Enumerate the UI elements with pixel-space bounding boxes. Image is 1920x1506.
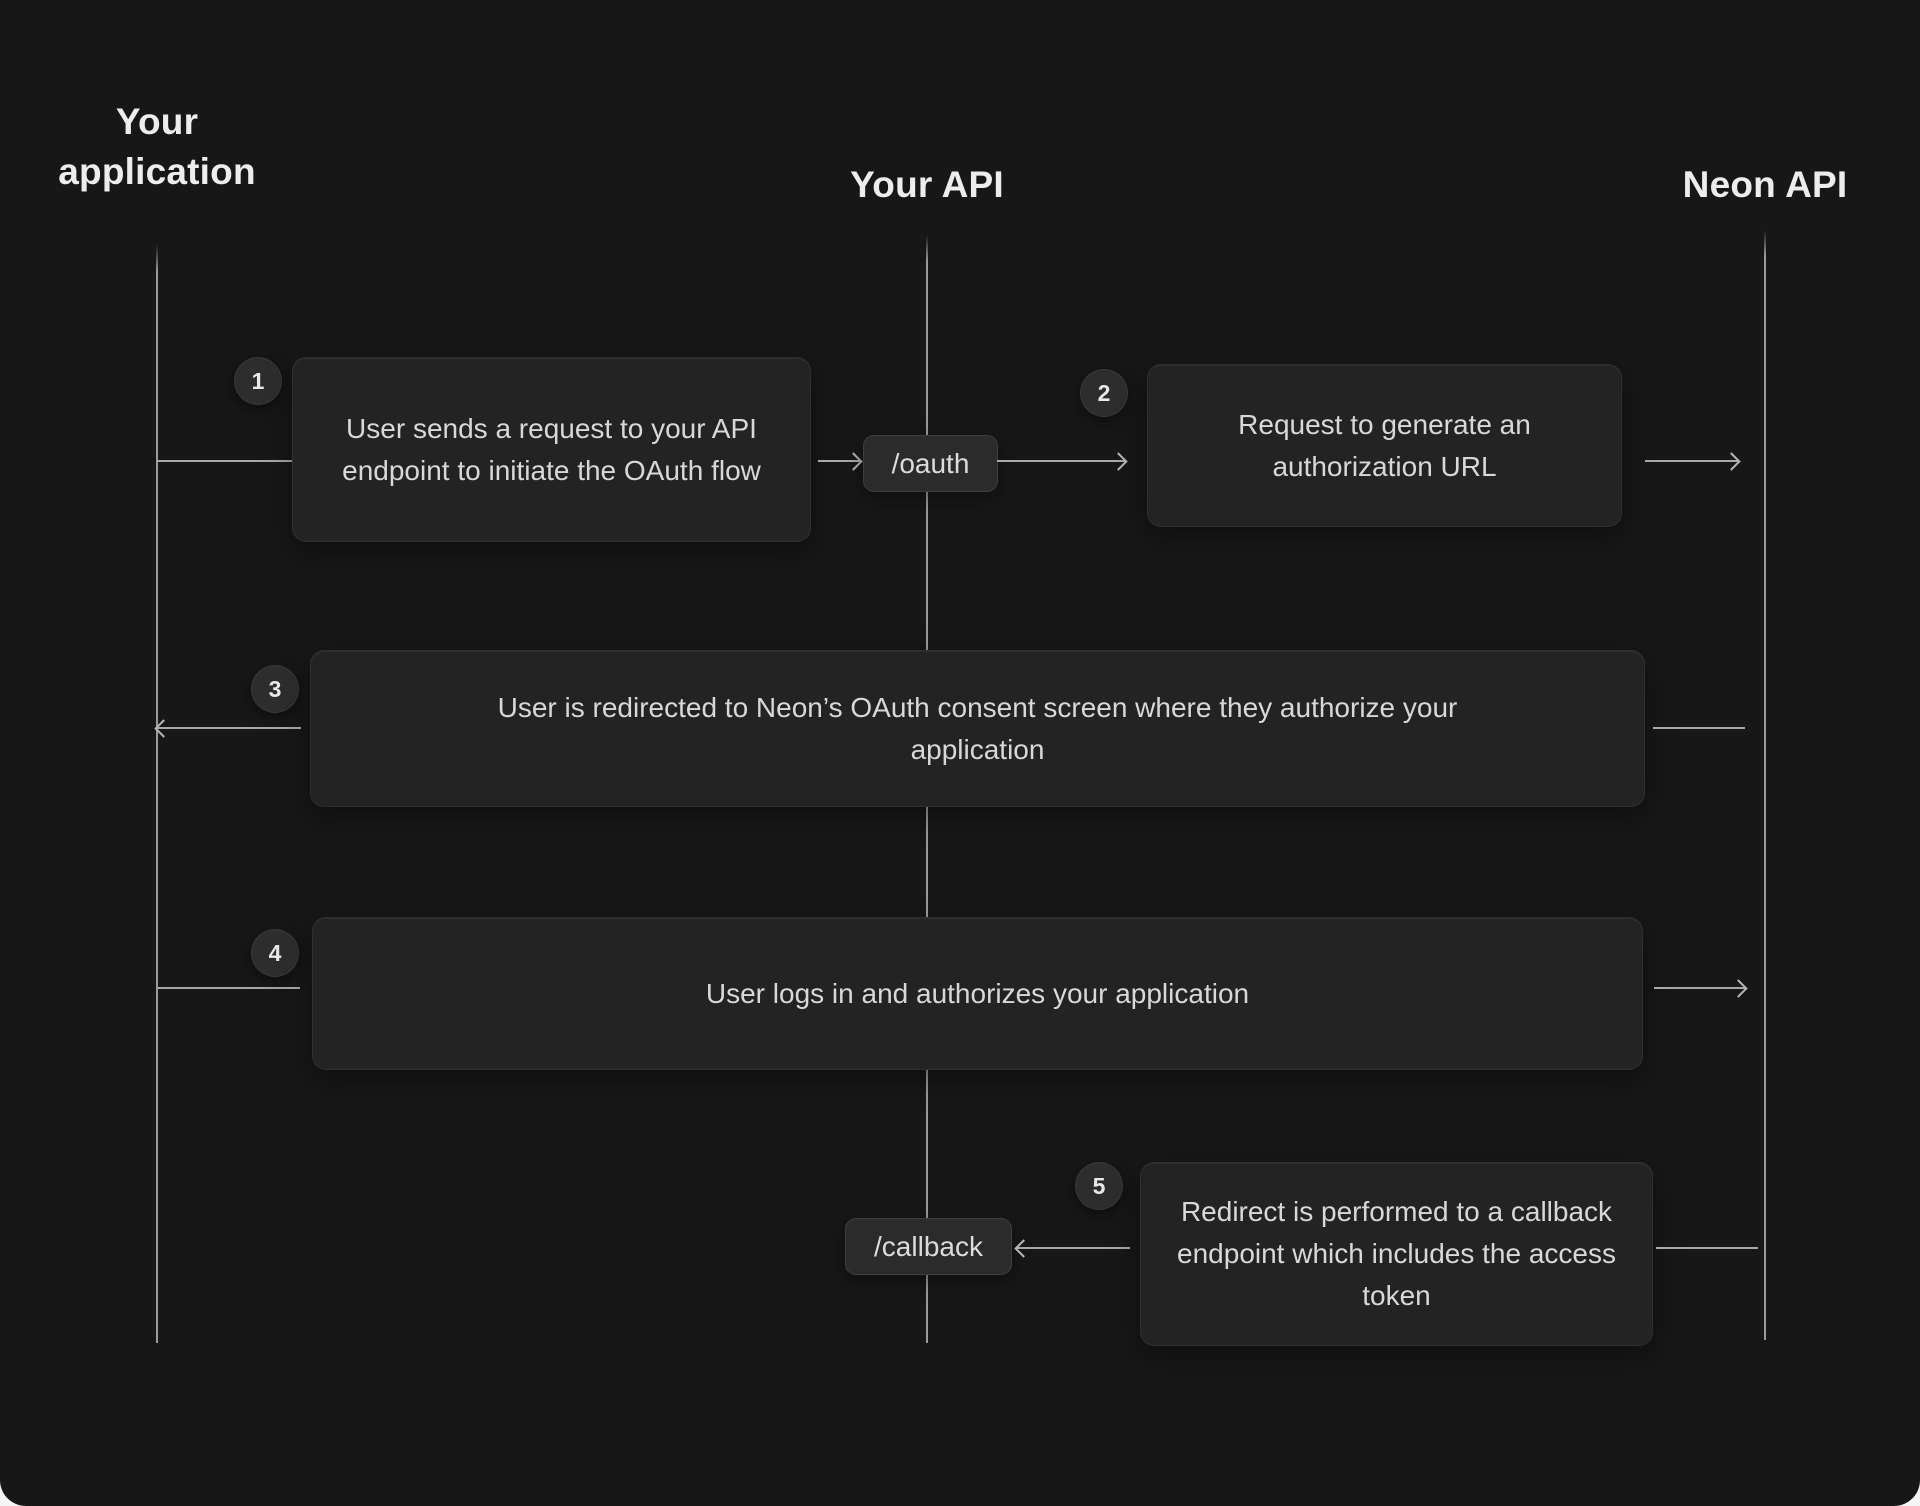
oauth-endpoint-label: /oauth — [891, 447, 970, 479]
step1-box: User sends a request to your API endpoin… — [292, 357, 811, 542]
lifeline-your-application — [156, 245, 158, 1343]
actor-neon-api: Neon API — [1682, 164, 1848, 205]
arrowhead-left-icon — [1014, 1239, 1033, 1258]
arrow-step1-to-oauth — [818, 452, 863, 471]
arrow-step4-to-neon — [1654, 979, 1748, 998]
lifeline-neon-api — [1764, 230, 1766, 1340]
connector-app-to-step1 — [157, 460, 292, 462]
actor-your-application: Your application — [58, 101, 256, 192]
step3-box: User is redirected to Neon’s OAuth conse… — [310, 650, 1645, 807]
step5-box: Redirect is performed to a callback endp… — [1140, 1162, 1653, 1346]
arrowhead-right-icon — [844, 452, 863, 471]
arrow-step5-to-callback — [1014, 1239, 1130, 1258]
step2-box: Request to generate an authorization URL — [1147, 364, 1622, 527]
arrowhead-right-icon — [1722, 452, 1741, 471]
connector-neon-to-step3 — [1653, 727, 1745, 729]
step4-box: User logs in and authorizes your applica… — [312, 917, 1643, 1070]
arrow-step3-to-app — [154, 719, 301, 738]
step3-text: User is redirected to Neon’s OAuth conse… — [497, 691, 1458, 765]
arrow-oauth-to-step2 — [997, 452, 1128, 471]
arrow-step2-to-neon — [1645, 452, 1741, 471]
arrowhead-right-icon — [1729, 979, 1748, 998]
connector-app-to-step4 — [158, 987, 300, 989]
step3-badge: 3 — [251, 665, 299, 713]
step4-badge: 4 — [251, 929, 299, 977]
actor-your-api: Your API — [850, 164, 1004, 205]
callback-endpoint-chip: /callback — [845, 1218, 1012, 1275]
step5-text: Redirect is performed to a callback endp… — [1177, 1196, 1616, 1311]
connector-neon-to-step5 — [1656, 1247, 1758, 1249]
step2-text: Request to generate an authorization URL — [1238, 408, 1531, 482]
callback-endpoint-label: /callback — [874, 1230, 983, 1262]
step4-text: User logs in and authorizes your applica… — [705, 977, 1250, 1009]
step5-badge: 5 — [1075, 1162, 1123, 1210]
step1-text: User sends a request to your API endpoin… — [342, 412, 761, 486]
oauth-endpoint-chip: /oauth — [863, 435, 998, 492]
arrowhead-right-icon — [1109, 452, 1128, 471]
step1-badge: 1 — [234, 357, 282, 405]
step2-badge: 2 — [1080, 369, 1128, 417]
